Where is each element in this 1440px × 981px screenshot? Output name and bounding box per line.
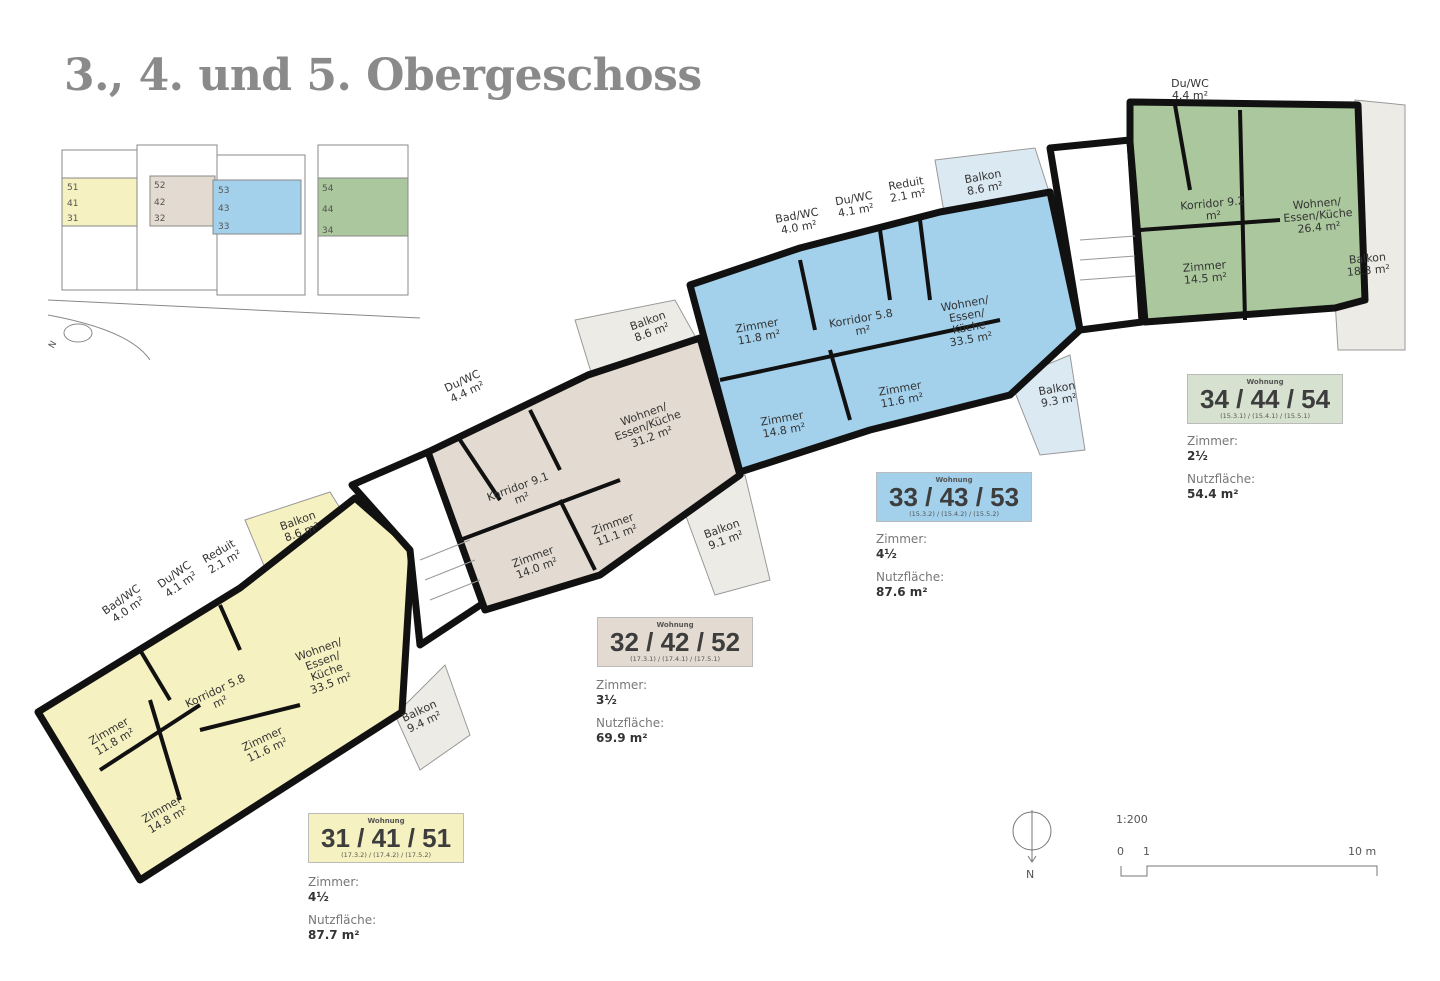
zimmer-label: Zimmer: [876, 532, 928, 546]
key-label-41: 41 [67, 199, 79, 209]
room-area: 4.4 m² [1171, 89, 1209, 102]
wohnung-label: Wohnung [935, 476, 973, 484]
key-apt-33 [212, 179, 302, 235]
nutzflaeche-label: Nutzfläche: [596, 716, 665, 730]
apartment-info: Zimmer:4½ Nutzfläche:87.7 m² [308, 875, 376, 951]
apartment-codes: (17.3.2) / (17.4.2) / (17.5.2) [341, 851, 431, 859]
scale-tick-end: 10 m [1348, 845, 1377, 858]
scale-tick-0: 0 [1117, 845, 1124, 858]
apartment-info: Zimmer:3½ Nutzfläche:69.9 m² [596, 678, 664, 754]
key-label-51: 51 [67, 183, 79, 193]
nutzflaeche-label: Nutzfläche: [876, 570, 945, 584]
nutzflaeche-label: Nutzfläche: [308, 913, 377, 927]
key-label-42: 42 [154, 198, 166, 208]
apartment-number: 31 / 41 / 51 [321, 823, 452, 853]
stairwell-1 [348, 448, 492, 649]
key-plan [47, 144, 421, 361]
apartment-number: 33 / 43 / 53 [889, 482, 1020, 512]
wohnung-label: Wohnung [656, 621, 694, 629]
balcony-31-bottom [394, 664, 471, 771]
zimmer-value: 4½ [308, 890, 329, 904]
scale-ratio: 1:200 [1116, 813, 1148, 826]
zimmer-value: 2½ [1187, 449, 1208, 463]
key-label-43: 43 [218, 204, 230, 214]
apartment-codes: (15.3.1) / (15.4.1) / (15.5.1) [1220, 412, 1310, 420]
key-label-44: 44 [322, 205, 334, 215]
apartment-number: 34 / 44 / 54 [1200, 384, 1331, 414]
interior-walls [98, 104, 1281, 801]
wohnung-label: Wohnung [1246, 378, 1284, 386]
key-apt-31 [61, 177, 138, 227]
key-label-54: 54 [322, 184, 334, 194]
key-label-33: 33 [218, 222, 230, 232]
apartment-34-area [1126, 98, 1369, 326]
key-label-34: 34 [322, 226, 334, 236]
nutzflaeche-value: 87.7 m² [308, 928, 360, 942]
page-title: 3., 4. und 5. Obergeschoss [64, 50, 702, 101]
wohnung-label: Wohnung [367, 817, 405, 825]
stair-treads [419, 235, 1136, 601]
key-label-52: 52 [154, 181, 166, 191]
room-name: Du/WC [1171, 77, 1209, 90]
zimmer-value: 3½ [596, 693, 617, 707]
north-label: N [1026, 868, 1035, 881]
apartment-number: 32 / 42 / 52 [610, 627, 741, 657]
apartment-codes: (17.3.1) / (17.4.1) / (17.5.1) [630, 655, 720, 663]
key-label-53: 53 [218, 186, 230, 196]
nutzflaeche-label: Nutzfläche: [1187, 472, 1256, 486]
key-label-32: 32 [154, 214, 166, 224]
key-apt-34 [317, 177, 409, 237]
nutzflaeche-value: 54.4 m² [1187, 487, 1239, 501]
apartment-codes: (15.3.2) / (15.4.2) / (15.5.2) [909, 510, 999, 518]
scale-tick-1: 1 [1143, 845, 1150, 858]
zimmer-value: 4½ [876, 547, 897, 561]
scale-bar [1120, 865, 1378, 877]
apartment-info: Zimmer:2½ Nutzfläche:54.4 m² [1187, 434, 1255, 510]
zimmer-label: Zimmer: [1187, 434, 1239, 448]
zimmer-label: Zimmer: [596, 678, 648, 692]
nutzflaeche-value: 87.6 m² [876, 585, 928, 599]
key-apt-32 [149, 175, 216, 227]
room-name: Korridor 9.2 m² [1179, 194, 1246, 223]
key-label-31: 31 [67, 214, 79, 224]
apartment-info: Zimmer:4½ Nutzfläche:87.6 m² [876, 532, 944, 608]
zimmer-label: Zimmer: [308, 875, 360, 889]
nutzflaeche-value: 69.9 m² [596, 731, 648, 745]
